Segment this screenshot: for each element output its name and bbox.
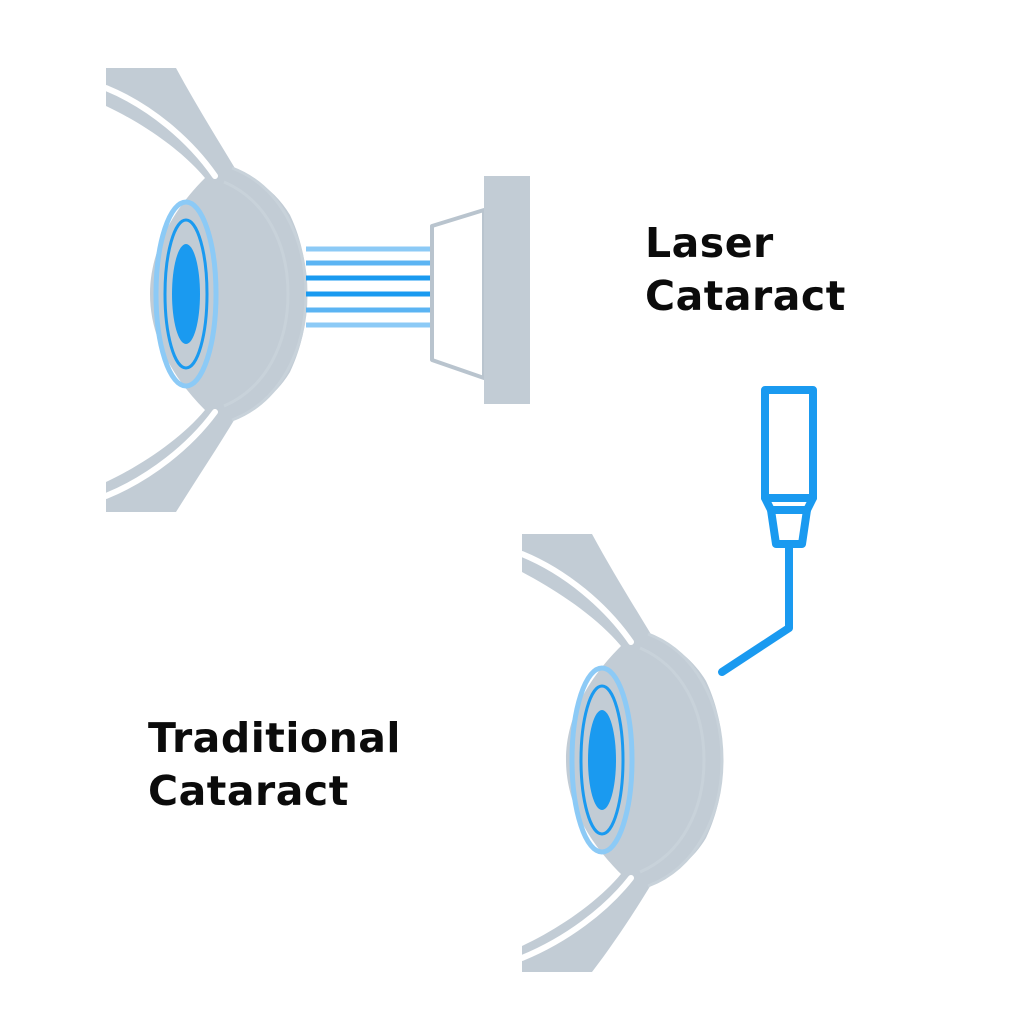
traditional-cataract-label: Traditional Cataract xyxy=(148,712,401,818)
laser-eye-iris-top xyxy=(212,182,240,258)
laser-eye-lens-nucleus xyxy=(172,244,200,344)
traditional-eye-cornea xyxy=(647,632,724,888)
laser-device-icon xyxy=(430,176,530,404)
traditional-cataract-label-line-2: Cataract xyxy=(148,767,349,815)
laser-cataract-label-line-1: Laser xyxy=(645,219,774,267)
laser-eye-lens-capsule xyxy=(153,199,219,389)
laser-cataract-label: Laser Cataract xyxy=(645,217,846,323)
laser-eye-iris-bottom xyxy=(212,330,240,406)
laser-beams xyxy=(306,246,432,328)
laser-cataract-label-line-2: Cataract xyxy=(645,272,846,320)
traditional-eye-iris-top xyxy=(628,648,656,724)
laser-eye-icon xyxy=(103,68,308,512)
traditional-cataract-label-line-1: Traditional xyxy=(148,714,401,762)
traditional-eye-lens-nucleus xyxy=(588,710,616,810)
traditional-eye-lens-capsule xyxy=(569,665,635,855)
traditional-eye-iris-bottom xyxy=(628,796,656,872)
traditional-eye-icon xyxy=(519,534,724,972)
surgical-probe-icon xyxy=(718,386,817,676)
